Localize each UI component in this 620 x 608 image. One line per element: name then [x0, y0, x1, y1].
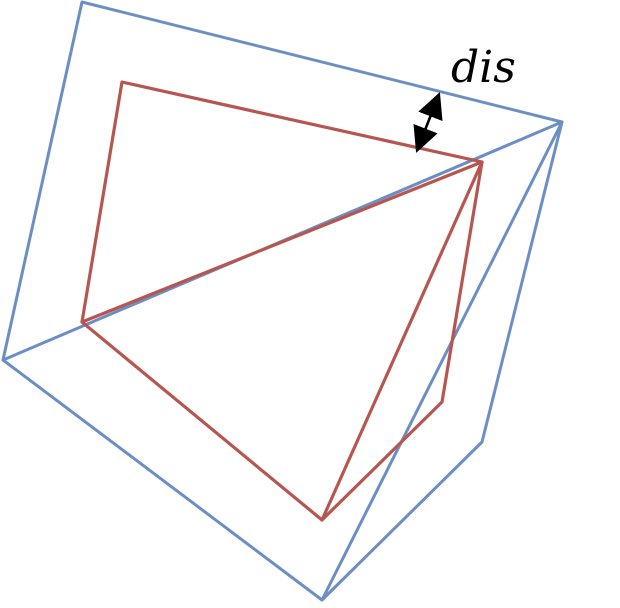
distance-label: dis — [451, 42, 516, 93]
inner-diagonal-left — [80, 160, 484, 324]
outer-diagonal-bottom — [320, 120, 564, 602]
outer-polygon — [1, 0, 564, 602]
distance-arrow — [413, 92, 443, 153]
inner-diagonal-bottom — [320, 160, 484, 522]
